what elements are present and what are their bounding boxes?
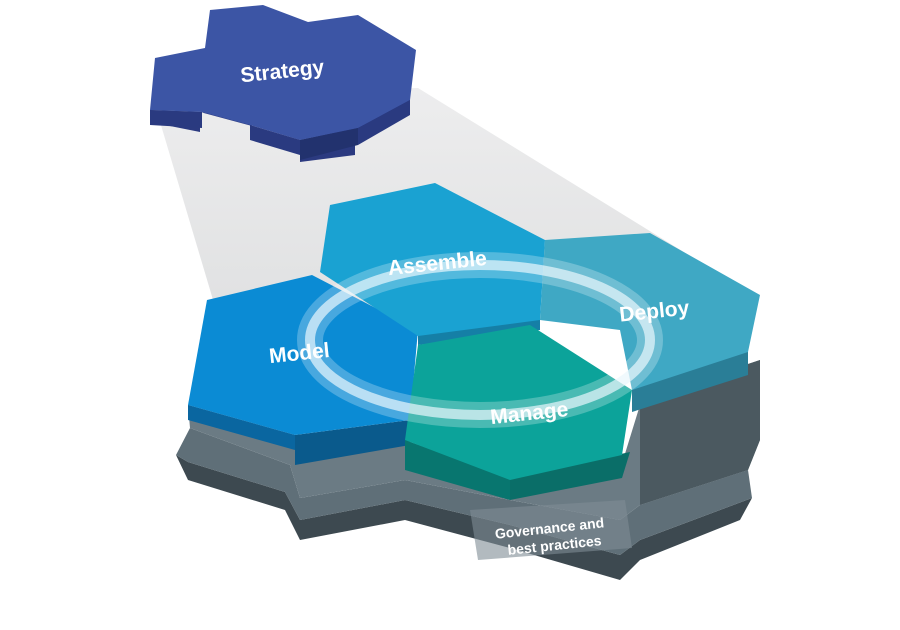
governance-base	[176, 360, 760, 580]
assemble-top	[320, 183, 545, 336]
assemble-side	[418, 318, 540, 345]
strategy-side-bottom	[250, 125, 300, 155]
assemble-hexagon	[320, 183, 545, 345]
manage-hexagon	[405, 325, 632, 500]
deploy-side	[632, 350, 748, 412]
base-upper-side	[188, 360, 760, 520]
strategy-top	[150, 5, 416, 140]
strategy-side-mid	[300, 128, 358, 160]
strategy-side-left	[150, 110, 202, 128]
governance-panel	[470, 500, 632, 560]
manage-side-right	[510, 452, 630, 500]
base-lower-side	[176, 455, 752, 580]
deploy-top	[540, 233, 760, 390]
deploy-hexagon	[540, 233, 760, 412]
strategy-side-right	[358, 100, 410, 145]
strategy-block	[150, 5, 416, 162]
manage-side-left	[405, 440, 510, 500]
manage-top	[405, 325, 632, 480]
cycle-ring	[305, 260, 655, 420]
